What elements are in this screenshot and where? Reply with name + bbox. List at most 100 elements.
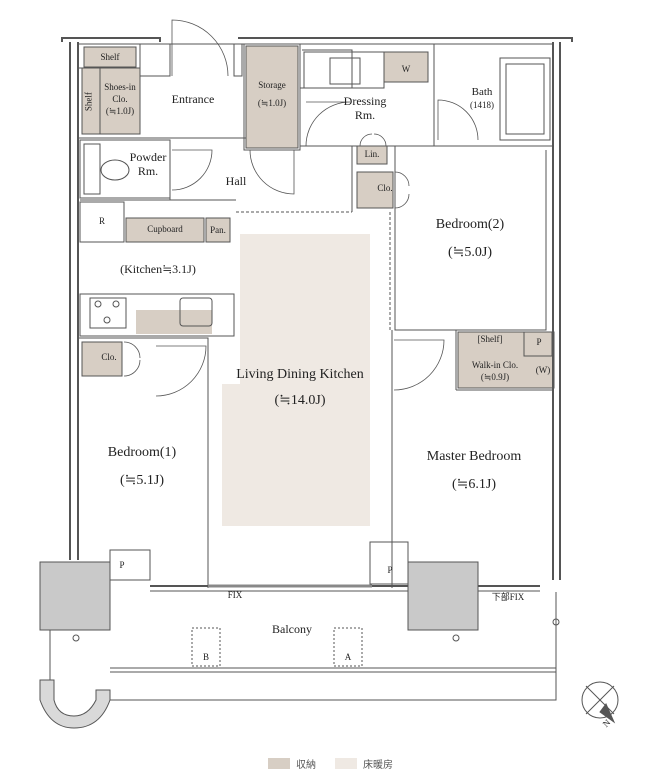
- label-bedroom1-area: (≒5.1J): [119, 473, 164, 488]
- hall-door-swing: [249, 149, 295, 195]
- label-bedroom2: Bedroom(2): [435, 217, 505, 232]
- label-shoes-area: (≒1.0J): [105, 106, 135, 116]
- label-shoes-line2: Clo.: [112, 94, 128, 104]
- bathtub: [499, 57, 551, 141]
- compass: [581, 681, 619, 724]
- label-bedroom1: Bedroom(1): [107, 445, 177, 460]
- legend-storage: 収納: [268, 756, 316, 771]
- label-cupboard: Cupboard: [147, 224, 183, 234]
- label-p-left: P: [119, 560, 125, 570]
- label-wic-line1: Walk-in Clo.: [471, 360, 519, 370]
- label-entrance: Entrance: [171, 92, 215, 106]
- powder-counter: [83, 143, 101, 195]
- kitchen-sink: [179, 297, 213, 327]
- bath-door-swing: [437, 99, 479, 141]
- floor-heating-zone-lower: [222, 384, 242, 526]
- bedroom2-walls: [394, 146, 547, 331]
- label-refrigerator: R: [98, 216, 105, 226]
- floor-heating-zone: [240, 234, 370, 526]
- label-clo-bed2: Clo.: [377, 183, 393, 193]
- label-dressing-line1: Dressing: [343, 94, 387, 108]
- label-kitchen: (Kitchen≒3.1J): [120, 262, 196, 276]
- column-left: [39, 561, 111, 631]
- stove-burner-3: [103, 316, 111, 324]
- wic-fill: [457, 331, 555, 389]
- legend-floor-heating-swatch: [335, 758, 357, 769]
- label-storage-area: (≒1.0J): [257, 98, 287, 108]
- storage-fill: [245, 45, 299, 149]
- entrance-notch-right: [233, 44, 243, 77]
- exterior-wall-top-left: [61, 37, 161, 42]
- label-wic-line2: (≒0.9J): [480, 372, 510, 382]
- balcony-edge: [110, 592, 557, 701]
- shelf-top-fill: [83, 46, 137, 68]
- label-hall: Hall: [225, 174, 247, 188]
- clo-bed2-door-swing: [394, 171, 410, 209]
- toilet: [100, 159, 130, 181]
- label-lin: Lin.: [364, 149, 380, 159]
- refrigerator: [79, 201, 125, 243]
- label-powder-line1: Powder: [129, 150, 167, 164]
- label-w-top: W: [401, 64, 411, 74]
- entrance-notch: [139, 44, 171, 77]
- stove-burner-1: [94, 300, 102, 308]
- bedroom1-door-swing: [155, 345, 207, 397]
- pan-fill: [205, 217, 231, 243]
- label-clo-bed1: Clo.: [101, 352, 117, 362]
- label-pantry: Pan.: [210, 225, 226, 235]
- drain-left: [72, 634, 80, 642]
- label-powder-line2: Rm.: [137, 164, 159, 178]
- kitchen-counter: [79, 293, 235, 337]
- pipe-space-right: [369, 541, 409, 585]
- legend-storage-swatch: [268, 758, 290, 769]
- legend-floor-heating-label: 床暖房: [363, 760, 393, 771]
- label-bath-size: (1418): [470, 100, 494, 110]
- label-fix: FIX: [227, 590, 243, 600]
- label-shoes-line1: Shoes-in: [104, 82, 136, 92]
- stove-burner-2: [112, 300, 120, 308]
- label-dressing-line2: Rm.: [354, 108, 376, 122]
- label-master: Master Bedroom: [426, 449, 522, 464]
- label-ldk-area: (≒14.0J): [274, 393, 326, 408]
- exterior-wall-top-right: [238, 37, 573, 42]
- powder-door-swing: [171, 149, 213, 191]
- label-p-wic: P: [536, 337, 542, 347]
- dressing-sink: [329, 57, 361, 85]
- dressing-door-swing: [305, 101, 351, 147]
- label-fix-lower: 下部FIX: [491, 592, 525, 602]
- clo-bed1: [81, 341, 123, 377]
- label-balcony: Balcony: [272, 622, 312, 636]
- label-bath: Bath: [471, 86, 493, 98]
- label-storage: Storage: [258, 80, 286, 90]
- p-box-wic: [523, 331, 553, 357]
- outdoor-unit-a: [333, 627, 363, 667]
- stove: [89, 297, 127, 329]
- label-shelf-side: Shelf: [83, 92, 94, 112]
- label-master-area: (≒6.1J): [451, 477, 496, 492]
- outdoor-unit-b: [191, 627, 221, 667]
- shoes-closet-fill: [99, 67, 141, 135]
- label-p-right: P: [387, 565, 393, 575]
- legend-storage-label: 収納: [296, 760, 316, 771]
- label-unit-a: A: [344, 652, 352, 662]
- clo-bed1-door-swing: [123, 341, 141, 377]
- bathtub-inner: [505, 63, 545, 135]
- bedroom1-walls: [78, 337, 209, 588]
- label-unit-b: B: [202, 652, 209, 662]
- clo-bed2-fill: [356, 171, 394, 209]
- label-shelf-wic: [Shelf]: [477, 334, 503, 344]
- cupboard-fill: [125, 217, 205, 243]
- label-w-wic: (W): [535, 365, 551, 375]
- kitchen-counter-fill: [136, 310, 212, 334]
- drain-right: [452, 634, 460, 642]
- entrance-door-swing: [171, 19, 229, 77]
- dressing-counter: [303, 51, 385, 89]
- master-door-swing: [393, 339, 445, 391]
- label-shelf-top: Shelf: [100, 52, 120, 62]
- label-bedroom2-area: (≒5.0J): [447, 245, 492, 260]
- curved-planter: [39, 679, 111, 729]
- label-ldk: Living Dining Kitchen: [236, 367, 364, 382]
- column-right: [407, 561, 479, 631]
- legend-floor-heating: 床暖房: [335, 756, 393, 771]
